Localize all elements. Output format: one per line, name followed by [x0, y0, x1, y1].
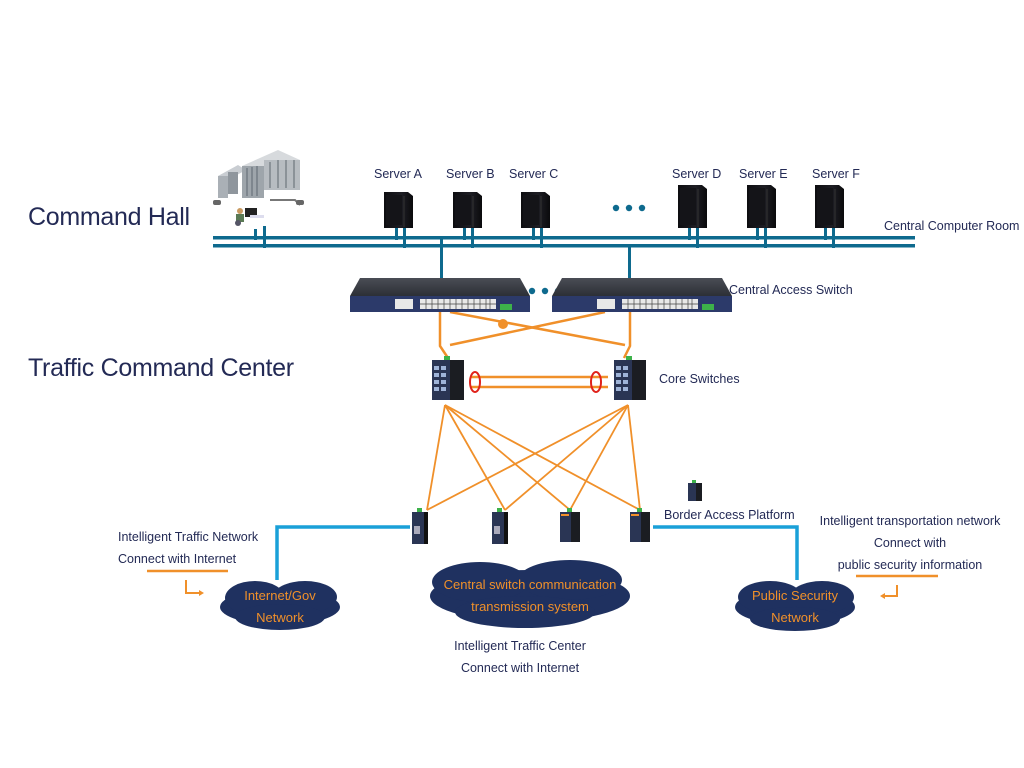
- access-switch-uplink-1: [440, 236, 443, 278]
- cloud-central-system-line1: Central switch communication: [443, 577, 617, 592]
- right-arrow-icon: [885, 585, 898, 597]
- cloud-central-system-label: Central switch communication transmissio…: [420, 574, 640, 618]
- command-hall-title: Command Hall: [28, 203, 190, 231]
- server-c-icon: [521, 192, 550, 228]
- server-label-f: Server F: [812, 167, 860, 181]
- central-access-switch-label: Central Access Switch: [729, 283, 853, 297]
- access-switch-uplink-2: [628, 244, 631, 278]
- central-computer-room-label: Central Computer Room: [884, 219, 1020, 233]
- core-interlink: [470, 375, 608, 389]
- cloud-public-security: [735, 581, 855, 631]
- server-label-e: Server E: [739, 167, 788, 181]
- cloud-public-security-line2: Network: [771, 610, 819, 625]
- cloud-central-system-line2: transmission system: [471, 599, 589, 614]
- access-switch-2: [552, 278, 732, 312]
- cloud-public-security-line1: Public Security: [752, 588, 838, 603]
- more-servers-ellipsis: [612, 204, 646, 212]
- edge-switch-2: [492, 508, 508, 544]
- edge-switch-1: [412, 508, 428, 544]
- cloud-internet-gov-line2: Network: [256, 610, 304, 625]
- core-switch-1: [432, 356, 464, 400]
- cloud-internet-gov: [220, 581, 340, 630]
- core-edge-mesh: [426, 404, 641, 511]
- cloud-central-system: [430, 560, 630, 628]
- access-switch-1: [350, 278, 530, 312]
- server-f-icon: [815, 185, 844, 228]
- link-aggregation-rings: [469, 371, 602, 393]
- right-note-line1: Intelligent transportation network: [819, 514, 1001, 528]
- server-tower-icons: [384, 185, 844, 228]
- access-core-links: [438, 310, 632, 359]
- public-security-uplink: [653, 525, 799, 580]
- edge-switch-3: [560, 508, 580, 542]
- server-e-icon: [747, 185, 776, 228]
- border-access-switch-icon: [688, 480, 702, 501]
- border-access-platform-label: Border Access Platform: [664, 508, 795, 522]
- server-b-icon: [453, 192, 482, 228]
- link-junction: [498, 319, 508, 329]
- server-label-a: Server A: [374, 167, 422, 181]
- server-label-d: Server D: [672, 167, 722, 181]
- left-note-line1: Intelligent Traffic Network: [118, 530, 259, 544]
- cloud-public-security-label: Public Security Network: [735, 585, 855, 629]
- edge-switch-4: [630, 508, 650, 542]
- server-a-icon: [384, 192, 413, 228]
- data-center-icon: [213, 150, 304, 226]
- cloud-internet-gov-label: Internet/Gov Network: [220, 585, 340, 629]
- server-d-icon: [678, 185, 707, 228]
- center-note-line1: Intelligent Traffic Center: [454, 639, 586, 653]
- left-arrow-icon: [185, 580, 199, 594]
- bus-line-upper: [213, 236, 915, 240]
- command-hall-drop: [254, 226, 266, 248]
- left-note-line2: Connect with Internet: [118, 552, 237, 566]
- traffic-command-center-title: Traffic Command Center: [28, 354, 294, 382]
- right-note-line2: Connect with: [873, 536, 947, 550]
- core-switches-label: Core Switches: [659, 372, 740, 386]
- server-label-b: Server B: [446, 167, 495, 181]
- center-note-line2: Connect with Internet: [460, 661, 580, 675]
- server-label-c: Server C: [509, 167, 559, 181]
- server-drops: [395, 228, 835, 248]
- core-switch-2: [614, 356, 646, 400]
- right-note-line3: public security information: [837, 558, 983, 572]
- central-bus: [213, 236, 915, 248]
- internet-uplink: [275, 525, 410, 580]
- cloud-internet-gov-line1: Internet/Gov: [244, 588, 316, 603]
- bus-line-lower: [213, 244, 915, 248]
